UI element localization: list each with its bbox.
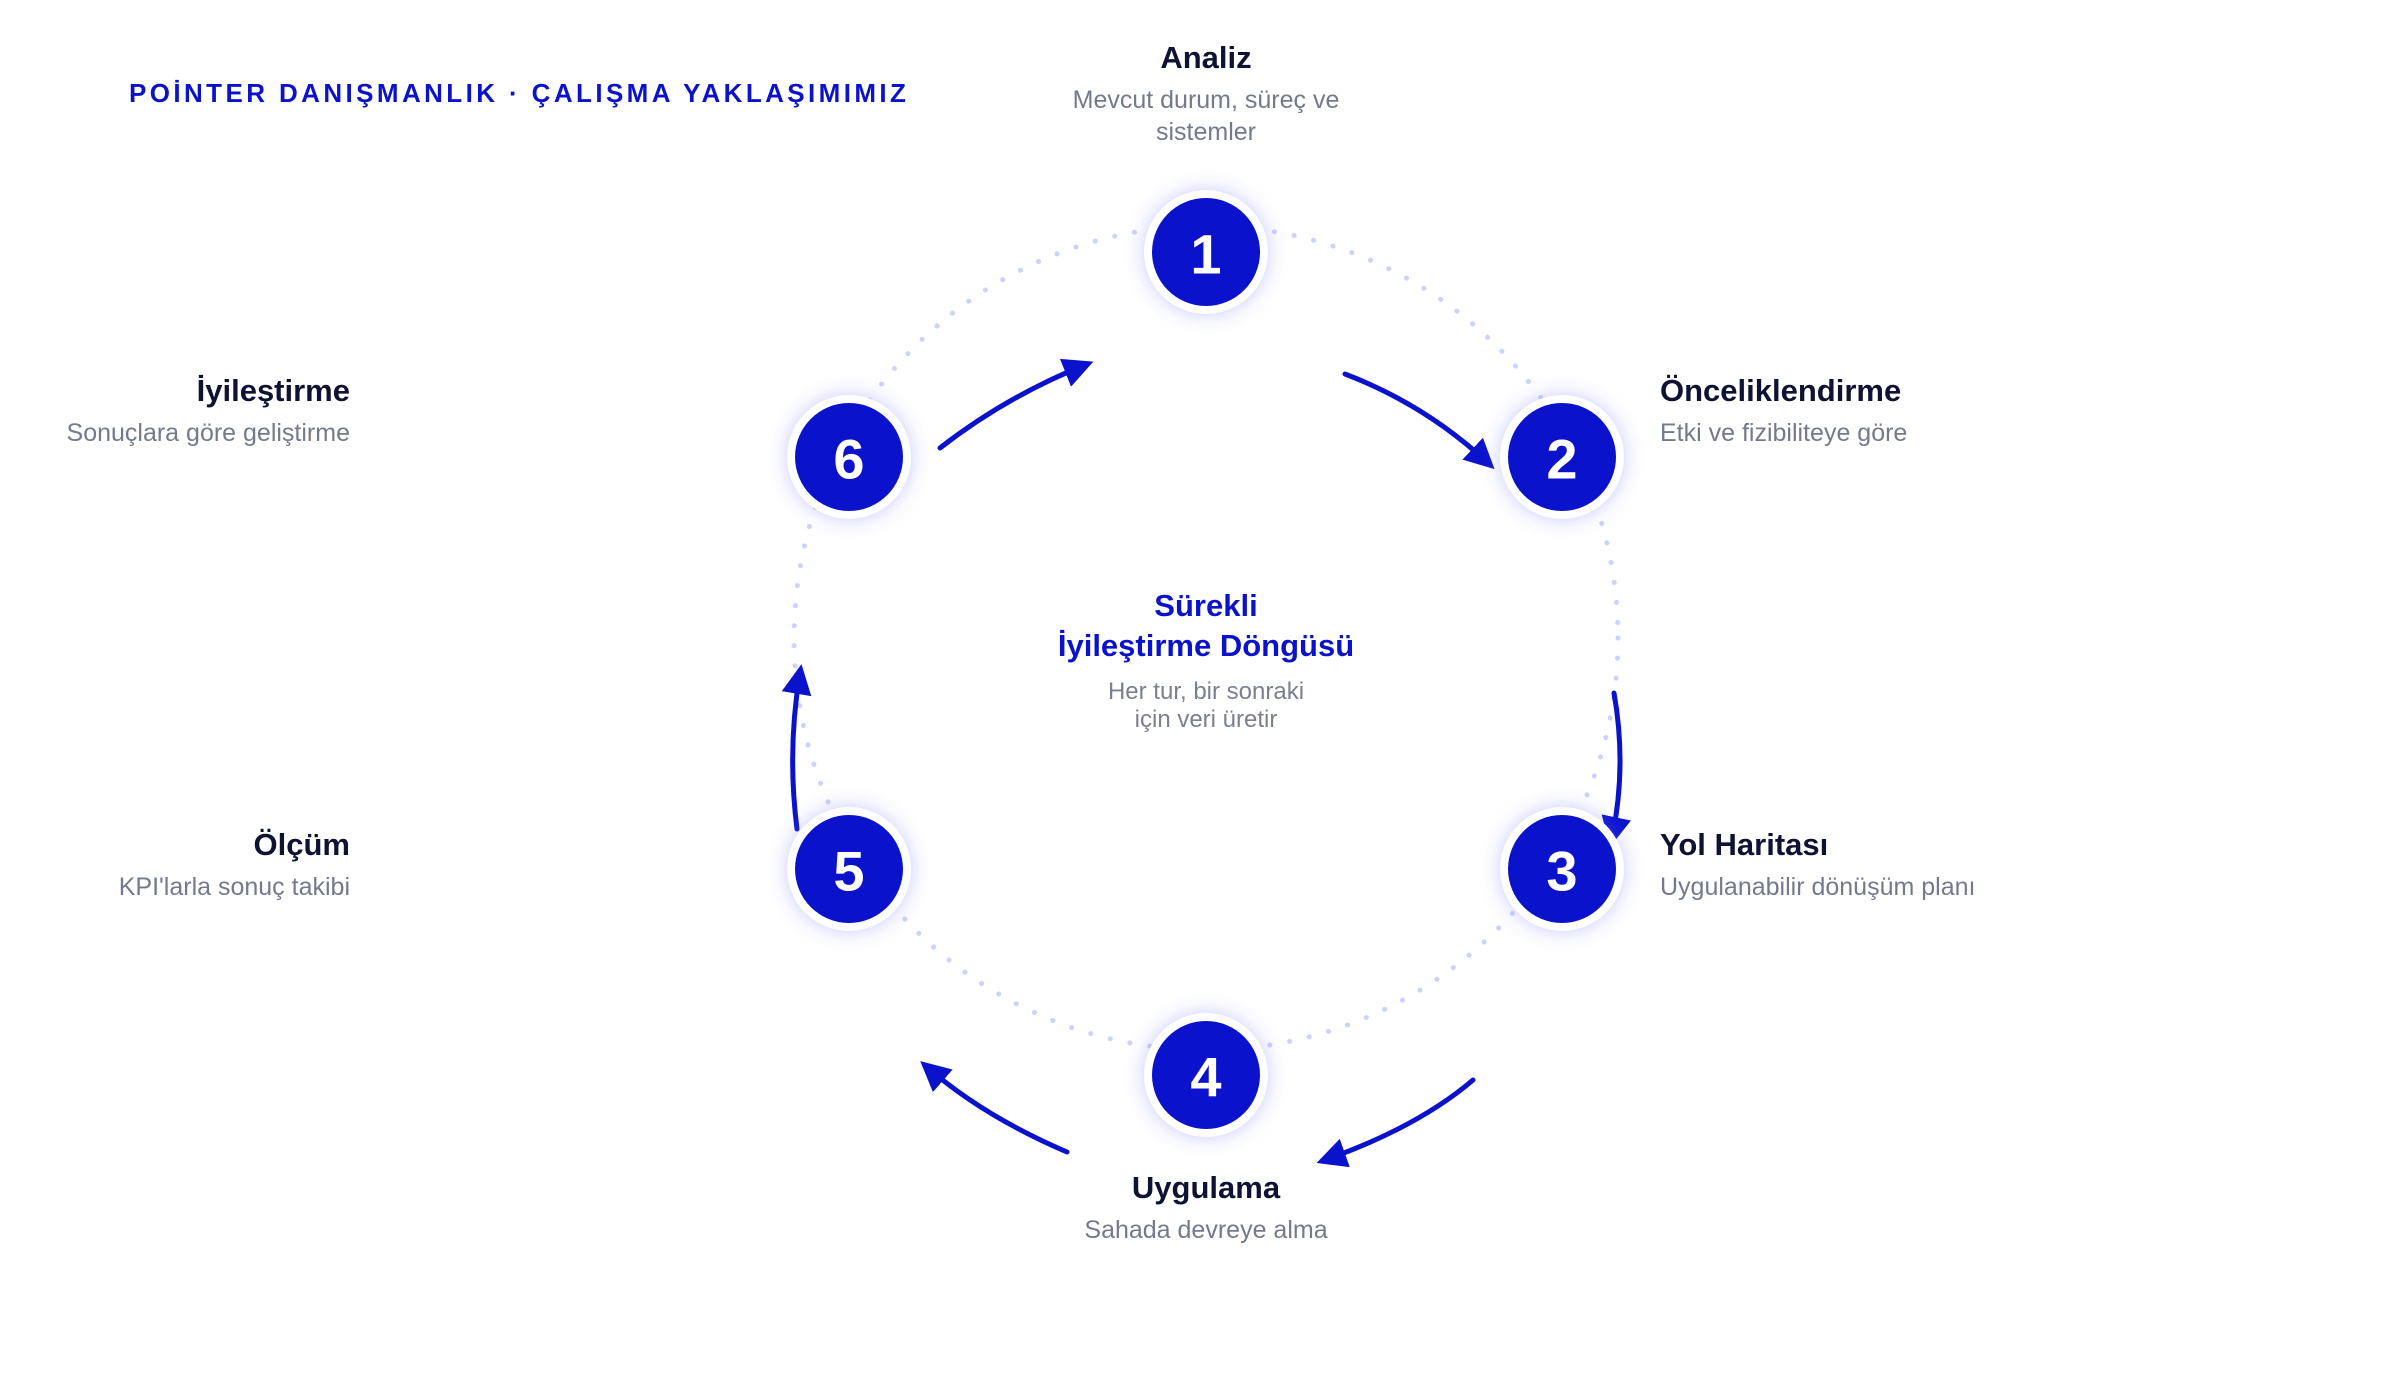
center-subtitle: Her tur, bir sonraki için veri üretir <box>1058 678 1354 734</box>
step-label-4: Uygulama Sahada devreye alma <box>1084 1170 1327 1246</box>
step-number: 3 <box>1546 840 1577 903</box>
step-number: 5 <box>833 840 864 903</box>
step-label-6: İyileştirme Sonuçlara göre geliştirme <box>67 373 350 449</box>
step-description: Uygulanabilir dönüşüm planı <box>1660 873 1976 901</box>
step-node-1: 1 <box>1144 190 1268 314</box>
step-label-5: Ölçüm KPI'larla sonuç takibi <box>119 827 350 903</box>
center-title-line-2: İyileştirme Döngüsü <box>1057 628 1355 663</box>
step-node-4: 4 <box>1144 1013 1268 1137</box>
arrow-4-to-5 <box>920 1061 1070 1155</box>
step-title: Yol Haritası <box>1660 827 1829 862</box>
center-title-line-1: Sürekli <box>1154 588 1258 623</box>
step-title: Analiz <box>1160 40 1252 75</box>
arrow-3-to-4 <box>1316 1077 1476 1168</box>
step-title: Ölçüm <box>253 827 350 862</box>
step-number: 2 <box>1546 428 1577 491</box>
step-title: İyileştirme <box>196 373 350 408</box>
step-node-5: 5 <box>787 807 911 931</box>
arrow-5-to-6 <box>781 664 812 832</box>
center-subtitle-line-2: için veri üretir <box>1134 706 1278 733</box>
arrow-6-to-1 <box>937 358 1094 451</box>
step-node-3: 3 <box>1500 807 1624 931</box>
center-subtitle-line-1: Her tur, bir sonraki <box>1107 678 1305 705</box>
step-number: 1 <box>1190 223 1221 286</box>
page-title: POİNTER DANIŞMANLIK · ÇALIŞMA YAKLAŞIMIM… <box>129 78 910 108</box>
cycle-ring <box>791 223 1621 1053</box>
step-description: KPI'larla sonuç takibi <box>118 873 350 901</box>
cycle-center-label: Sürekli İyileştirme Döngüsü Her tur, bir… <box>1058 586 1354 734</box>
step-label-1: Analiz Mevcut durum, süreç ve sistemler <box>1073 40 1340 148</box>
step-description-line-1: Mevcut durum, süreç ve <box>1072 86 1340 114</box>
arrow-1-to-2 <box>1342 371 1495 470</box>
step-title: Uygulama <box>1131 1170 1281 1205</box>
step-description: Sonuçlara göre geliştirme <box>66 419 350 447</box>
step-node-6: 6 <box>787 395 911 519</box>
step-label-3: Yol Haritası Uygulanabilir dönüşüm planı <box>1660 827 1975 903</box>
step-node-2: 2 <box>1500 395 1624 519</box>
step-number: 6 <box>833 428 864 491</box>
arrow-2-to-3 <box>1601 690 1631 847</box>
step-title: Önceliklendirme <box>1660 373 1902 408</box>
step-description: Sahada devreye alma <box>1084 1216 1328 1244</box>
step-number: 4 <box>1190 1046 1221 1109</box>
step-description: Mevcut durum, süreç ve sistemler <box>1073 84 1340 148</box>
step-label-2: Önceliklendirme Etki ve fizibiliteye gör… <box>1660 373 1907 449</box>
step-description-line-2: sistemler <box>1155 118 1257 146</box>
step-description: Etki ve fizibiliteye göre <box>1660 419 1908 447</box>
